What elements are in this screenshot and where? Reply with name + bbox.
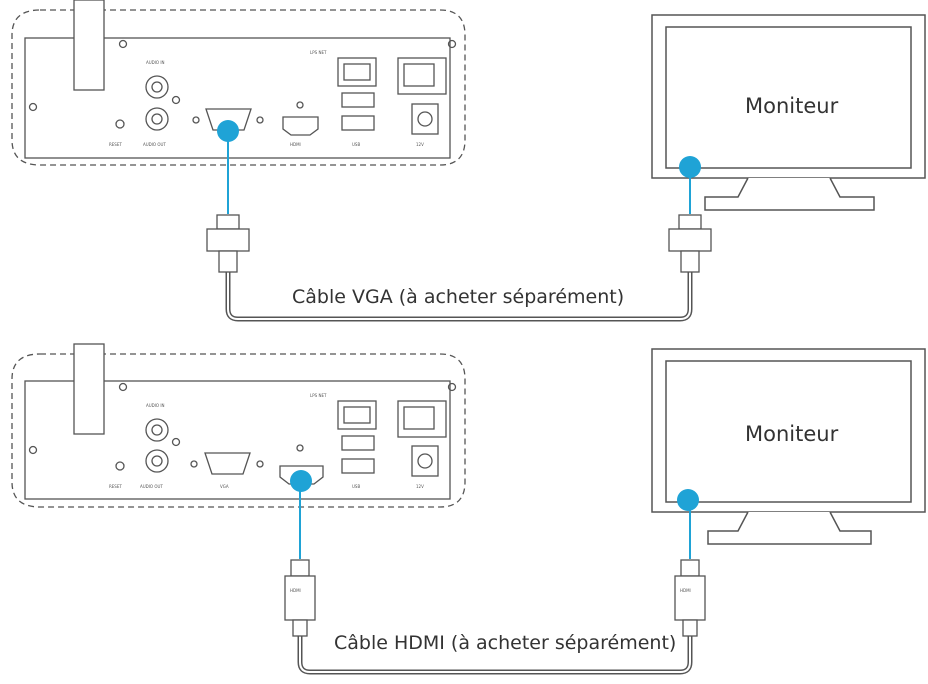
monitor-port-dot: [677, 489, 699, 511]
label-hdmi: HDMI: [290, 142, 301, 147]
vga-cable-label: Câble VGA (à acheter séparément): [292, 286, 624, 308]
vga-connector-icon: [668, 214, 712, 273]
label-reset: RESET: [109, 484, 122, 489]
label-vga: VGA: [220, 484, 229, 489]
hdmi-connector-icon: [674, 559, 706, 637]
monitor-label: Moniteur: [745, 94, 839, 118]
hdmi-cable: [297, 484, 693, 675]
port-highlight-dot: [217, 120, 239, 142]
hdmi-connector-text: HDMI: [680, 588, 691, 593]
hdmi-connector-icon: [284, 559, 316, 637]
label-audio-in: AUDIO IN: [146, 403, 165, 408]
label-lan: LPS NET: [310, 50, 327, 55]
device-nvr-hdmi: [11, 343, 466, 508]
label-power: 12V: [416, 484, 424, 489]
vga-connector-icon: [206, 214, 250, 273]
label-audio-out: AUDIO OUT: [140, 484, 163, 489]
label-audio-out: AUDIO OUT: [143, 142, 166, 147]
label-usb: USB: [352, 142, 360, 147]
device-nvr-vga: [11, 0, 466, 166]
label-audio-in: AUDIO IN: [146, 60, 165, 65]
vga-cable: [225, 131, 693, 322]
label-power: 12V: [416, 142, 424, 147]
label-lan: LPS NET: [310, 393, 327, 398]
monitor-label: Moniteur: [745, 422, 839, 446]
monitor-bottom: [651, 348, 926, 545]
hdmi-cable-label: Câble HDMI (à acheter séparément): [334, 632, 676, 654]
monitor-top: [651, 14, 926, 211]
hdmi-connector-text: HDMI: [290, 588, 301, 593]
label-reset: RESET: [109, 142, 122, 147]
monitor-port-dot: [679, 156, 701, 178]
port-highlight-dot: [290, 470, 312, 492]
label-usb: USB: [352, 484, 360, 489]
